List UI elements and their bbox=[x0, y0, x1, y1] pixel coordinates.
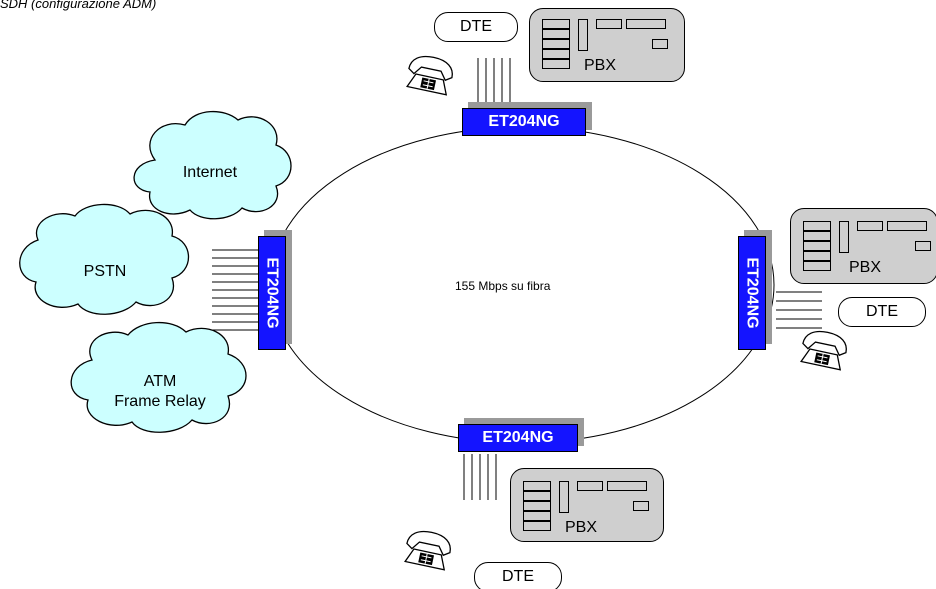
cloud-frame-relay-label: Frame Relay bbox=[114, 393, 206, 410]
pbx-card bbox=[559, 481, 569, 513]
pbx-card bbox=[607, 481, 647, 491]
pbx-card bbox=[523, 521, 551, 531]
diagram-caption: SDH (configurazione ADM) bbox=[0, 0, 157, 11]
dte-bottom: DTE bbox=[474, 562, 562, 589]
pbx-card bbox=[542, 29, 570, 39]
node-bottom-label: ET204NG bbox=[482, 429, 554, 446]
top-port-lines bbox=[477, 58, 511, 102]
pbx-bottom-label: PBX bbox=[565, 519, 598, 536]
pbx-card bbox=[839, 221, 849, 253]
bottom-port-lines bbox=[463, 454, 497, 500]
pbx-card bbox=[578, 19, 588, 51]
pbx-bottom: PBX bbox=[510, 468, 664, 542]
cloud-pstn bbox=[19, 203, 189, 315]
pbx-card bbox=[652, 39, 668, 49]
cloud-internet bbox=[133, 110, 292, 220]
node-top-label: ET204NG bbox=[488, 113, 560, 130]
dte-top: DTE bbox=[434, 12, 518, 42]
pbx-card bbox=[542, 39, 570, 49]
telephone-icon bbox=[798, 327, 850, 371]
node-left-label: ET204NG bbox=[264, 257, 282, 329]
telephone-icon bbox=[402, 527, 454, 571]
pbx-right-label: PBX bbox=[849, 259, 882, 276]
pbx-card bbox=[803, 251, 831, 261]
cloud-pstn-label: PSTN bbox=[83, 263, 127, 280]
pbx-card bbox=[542, 49, 570, 59]
cloud-internet-label: Internet bbox=[182, 164, 238, 181]
pbx-card bbox=[887, 221, 927, 231]
left-port-lines bbox=[212, 249, 258, 331]
right-port-lines bbox=[776, 291, 822, 329]
node-right: ET204NG bbox=[738, 236, 766, 350]
pbx-card bbox=[626, 19, 666, 29]
telephone-icon bbox=[404, 52, 456, 96]
pbx-card bbox=[915, 241, 931, 251]
pbx-card bbox=[803, 221, 831, 231]
pbx-card bbox=[523, 511, 551, 521]
cloud-atm-frame-relay bbox=[70, 321, 247, 433]
ring-label: 155 Mbps su fibra bbox=[455, 279, 551, 293]
pbx-card bbox=[542, 19, 570, 29]
pbx-card bbox=[803, 241, 831, 251]
pbx-card bbox=[523, 501, 551, 511]
dte-right: DTE bbox=[838, 297, 926, 327]
pbx-top: PBX bbox=[529, 8, 685, 82]
node-left: ET204NG bbox=[258, 236, 286, 350]
pbx-card bbox=[542, 59, 570, 69]
node-bottom: ET204NG bbox=[458, 424, 578, 452]
pbx-card bbox=[523, 491, 551, 501]
pbx-card bbox=[803, 231, 831, 241]
pbx-card bbox=[577, 481, 603, 491]
pbx-top-label: PBX bbox=[584, 57, 617, 74]
pbx-card bbox=[803, 261, 831, 271]
node-top: ET204NG bbox=[462, 108, 586, 136]
cloud-atm-label: ATM bbox=[143, 373, 177, 390]
node-right-label: ET204NG bbox=[744, 257, 762, 329]
pbx-card bbox=[633, 501, 649, 511]
pbx-right: PBX bbox=[790, 208, 936, 284]
pbx-card bbox=[596, 19, 622, 29]
pbx-card bbox=[857, 221, 883, 231]
pbx-card bbox=[523, 481, 551, 491]
